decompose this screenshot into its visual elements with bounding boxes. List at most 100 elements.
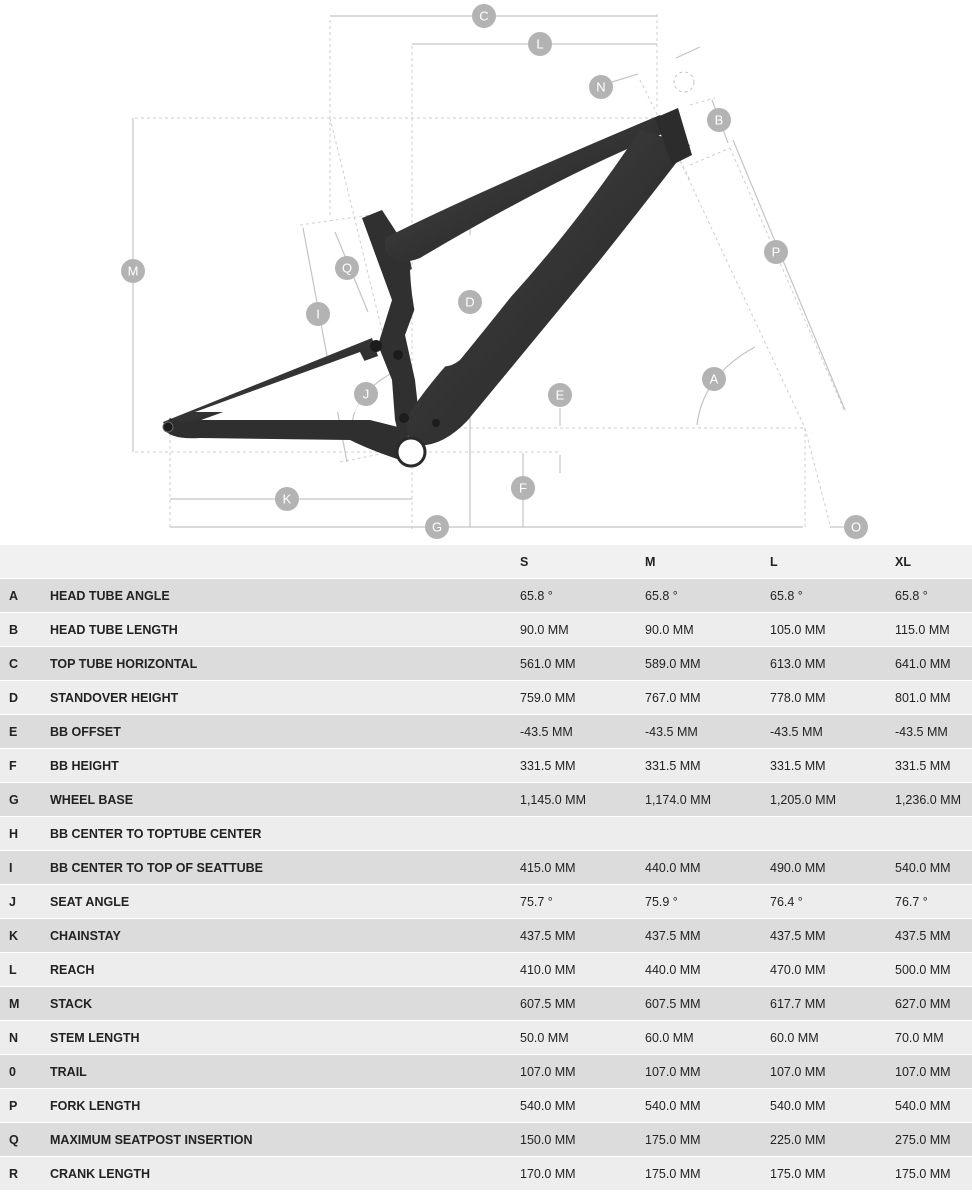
label-d: D [458, 290, 482, 314]
label-m: M [121, 259, 145, 283]
label-e: E [548, 383, 572, 407]
row-value-m: 175.0 MM [645, 1156, 770, 1191]
row-value-xl: 107.0 MM [895, 1054, 972, 1089]
row-value-xl: 627.0 MM [895, 986, 972, 1021]
row-letter: G [0, 782, 50, 817]
row-letter: C [0, 646, 50, 681]
row-value-s: 50.0 MM [520, 1020, 645, 1055]
row-value-l: 613.0 MM [770, 646, 895, 681]
header-label [50, 545, 520, 579]
row-value-l: 778.0 MM [770, 680, 895, 715]
label-o: O [844, 515, 868, 539]
frame-geometry-svg: C L N B M P Q D I A J E F K G O [121, 4, 868, 539]
row-label: BB OFFSET [50, 714, 520, 749]
row-letter: Q [0, 1122, 50, 1157]
row-value-xl: 540.0 MM [895, 850, 972, 885]
row-value-xl [895, 816, 972, 851]
row-value-xl: 70.0 MM [895, 1020, 972, 1055]
row-label: BB HEIGHT [50, 748, 520, 783]
row-value-l: 490.0 MM [770, 850, 895, 885]
row-label: HEAD TUBE ANGLE [50, 578, 520, 613]
row-label: FORK LENGTH [50, 1088, 520, 1123]
row-value-l: 107.0 MM [770, 1054, 895, 1089]
row-label: HEAD TUBE LENGTH [50, 612, 520, 647]
label-i: I [306, 302, 330, 326]
row-value-s: 437.5 MM [520, 918, 645, 953]
row-label: SEAT ANGLE [50, 884, 520, 919]
row-value-l: 76.4 ° [770, 884, 895, 919]
row-value-xl: 500.0 MM [895, 952, 972, 987]
row-letter: 0 [0, 1054, 50, 1089]
row-letter: E [0, 714, 50, 749]
row-value-s: 331.5 MM [520, 748, 645, 783]
row-value-l: 105.0 MM [770, 612, 895, 647]
row-value-m: 767.0 MM [645, 680, 770, 715]
header-size-xl: XL [895, 545, 972, 579]
row-value-s: 540.0 MM [520, 1088, 645, 1123]
svg-text:C: C [479, 9, 488, 24]
row-value-m: 175.0 MM [645, 1122, 770, 1157]
svg-text:A: A [710, 372, 719, 387]
row-value-s: 759.0 MM [520, 680, 645, 715]
row-label: BB CENTER TO TOP OF SEATTUBE [50, 850, 520, 885]
row-value-s: 170.0 MM [520, 1156, 645, 1191]
row-letter: K [0, 918, 50, 953]
row-value-m [645, 816, 770, 851]
row-value-l: 225.0 MM [770, 1122, 895, 1157]
row-value-s: 90.0 MM [520, 612, 645, 647]
row-value-m: 331.5 MM [645, 748, 770, 783]
frame-geometry-diagram: C L N B M P Q D I A J E F K G O [0, 0, 972, 545]
row-value-l: 331.5 MM [770, 748, 895, 783]
svg-text:F: F [519, 481, 527, 496]
row-label: CHAINSTAY [50, 918, 520, 953]
row-value-m: 589.0 MM [645, 646, 770, 681]
row-label: STANDOVER HEIGHT [50, 680, 520, 715]
row-letter: D [0, 680, 50, 715]
row-value-m: 75.9 ° [645, 884, 770, 919]
row-label: MAXIMUM SEATPOST INSERTION [50, 1122, 520, 1157]
row-value-s: 65.8 ° [520, 578, 645, 613]
row-value-s: 607.5 MM [520, 986, 645, 1021]
row-letter: N [0, 1020, 50, 1055]
svg-text:M: M [128, 264, 139, 279]
svg-text:B: B [715, 113, 724, 128]
row-value-m: -43.5 MM [645, 714, 770, 749]
row-value-l: 65.8 ° [770, 578, 895, 613]
row-value-s: 1,145.0 MM [520, 782, 645, 817]
row-value-l: 540.0 MM [770, 1088, 895, 1123]
row-value-m: 65.8 ° [645, 578, 770, 613]
label-p: P [764, 240, 788, 264]
svg-text:O: O [851, 520, 861, 535]
row-value-l: 60.0 MM [770, 1020, 895, 1055]
row-value-xl: 331.5 MM [895, 748, 972, 783]
row-letter: P [0, 1088, 50, 1123]
row-value-xl: 1,236.0 MM [895, 782, 972, 817]
row-value-m: 437.5 MM [645, 918, 770, 953]
row-letter: I [0, 850, 50, 885]
svg-text:L: L [536, 37, 543, 52]
row-value-m: 90.0 MM [645, 612, 770, 647]
row-letter: H [0, 816, 50, 851]
svg-text:K: K [283, 492, 292, 507]
label-a: A [702, 367, 726, 391]
row-value-l: 437.5 MM [770, 918, 895, 953]
row-value-l: 1,205.0 MM [770, 782, 895, 817]
row-letter: R [0, 1156, 50, 1191]
row-value-s: 107.0 MM [520, 1054, 645, 1089]
row-label: CRANK LENGTH [50, 1156, 520, 1191]
row-label: BB CENTER TO TOPTUBE CENTER [50, 816, 520, 851]
label-c: C [472, 4, 496, 28]
row-value-m: 1,174.0 MM [645, 782, 770, 817]
row-value-xl: -43.5 MM [895, 714, 972, 749]
row-value-s: 415.0 MM [520, 850, 645, 885]
row-letter: B [0, 612, 50, 647]
header-size-m: M [645, 545, 770, 579]
row-letter: L [0, 952, 50, 987]
